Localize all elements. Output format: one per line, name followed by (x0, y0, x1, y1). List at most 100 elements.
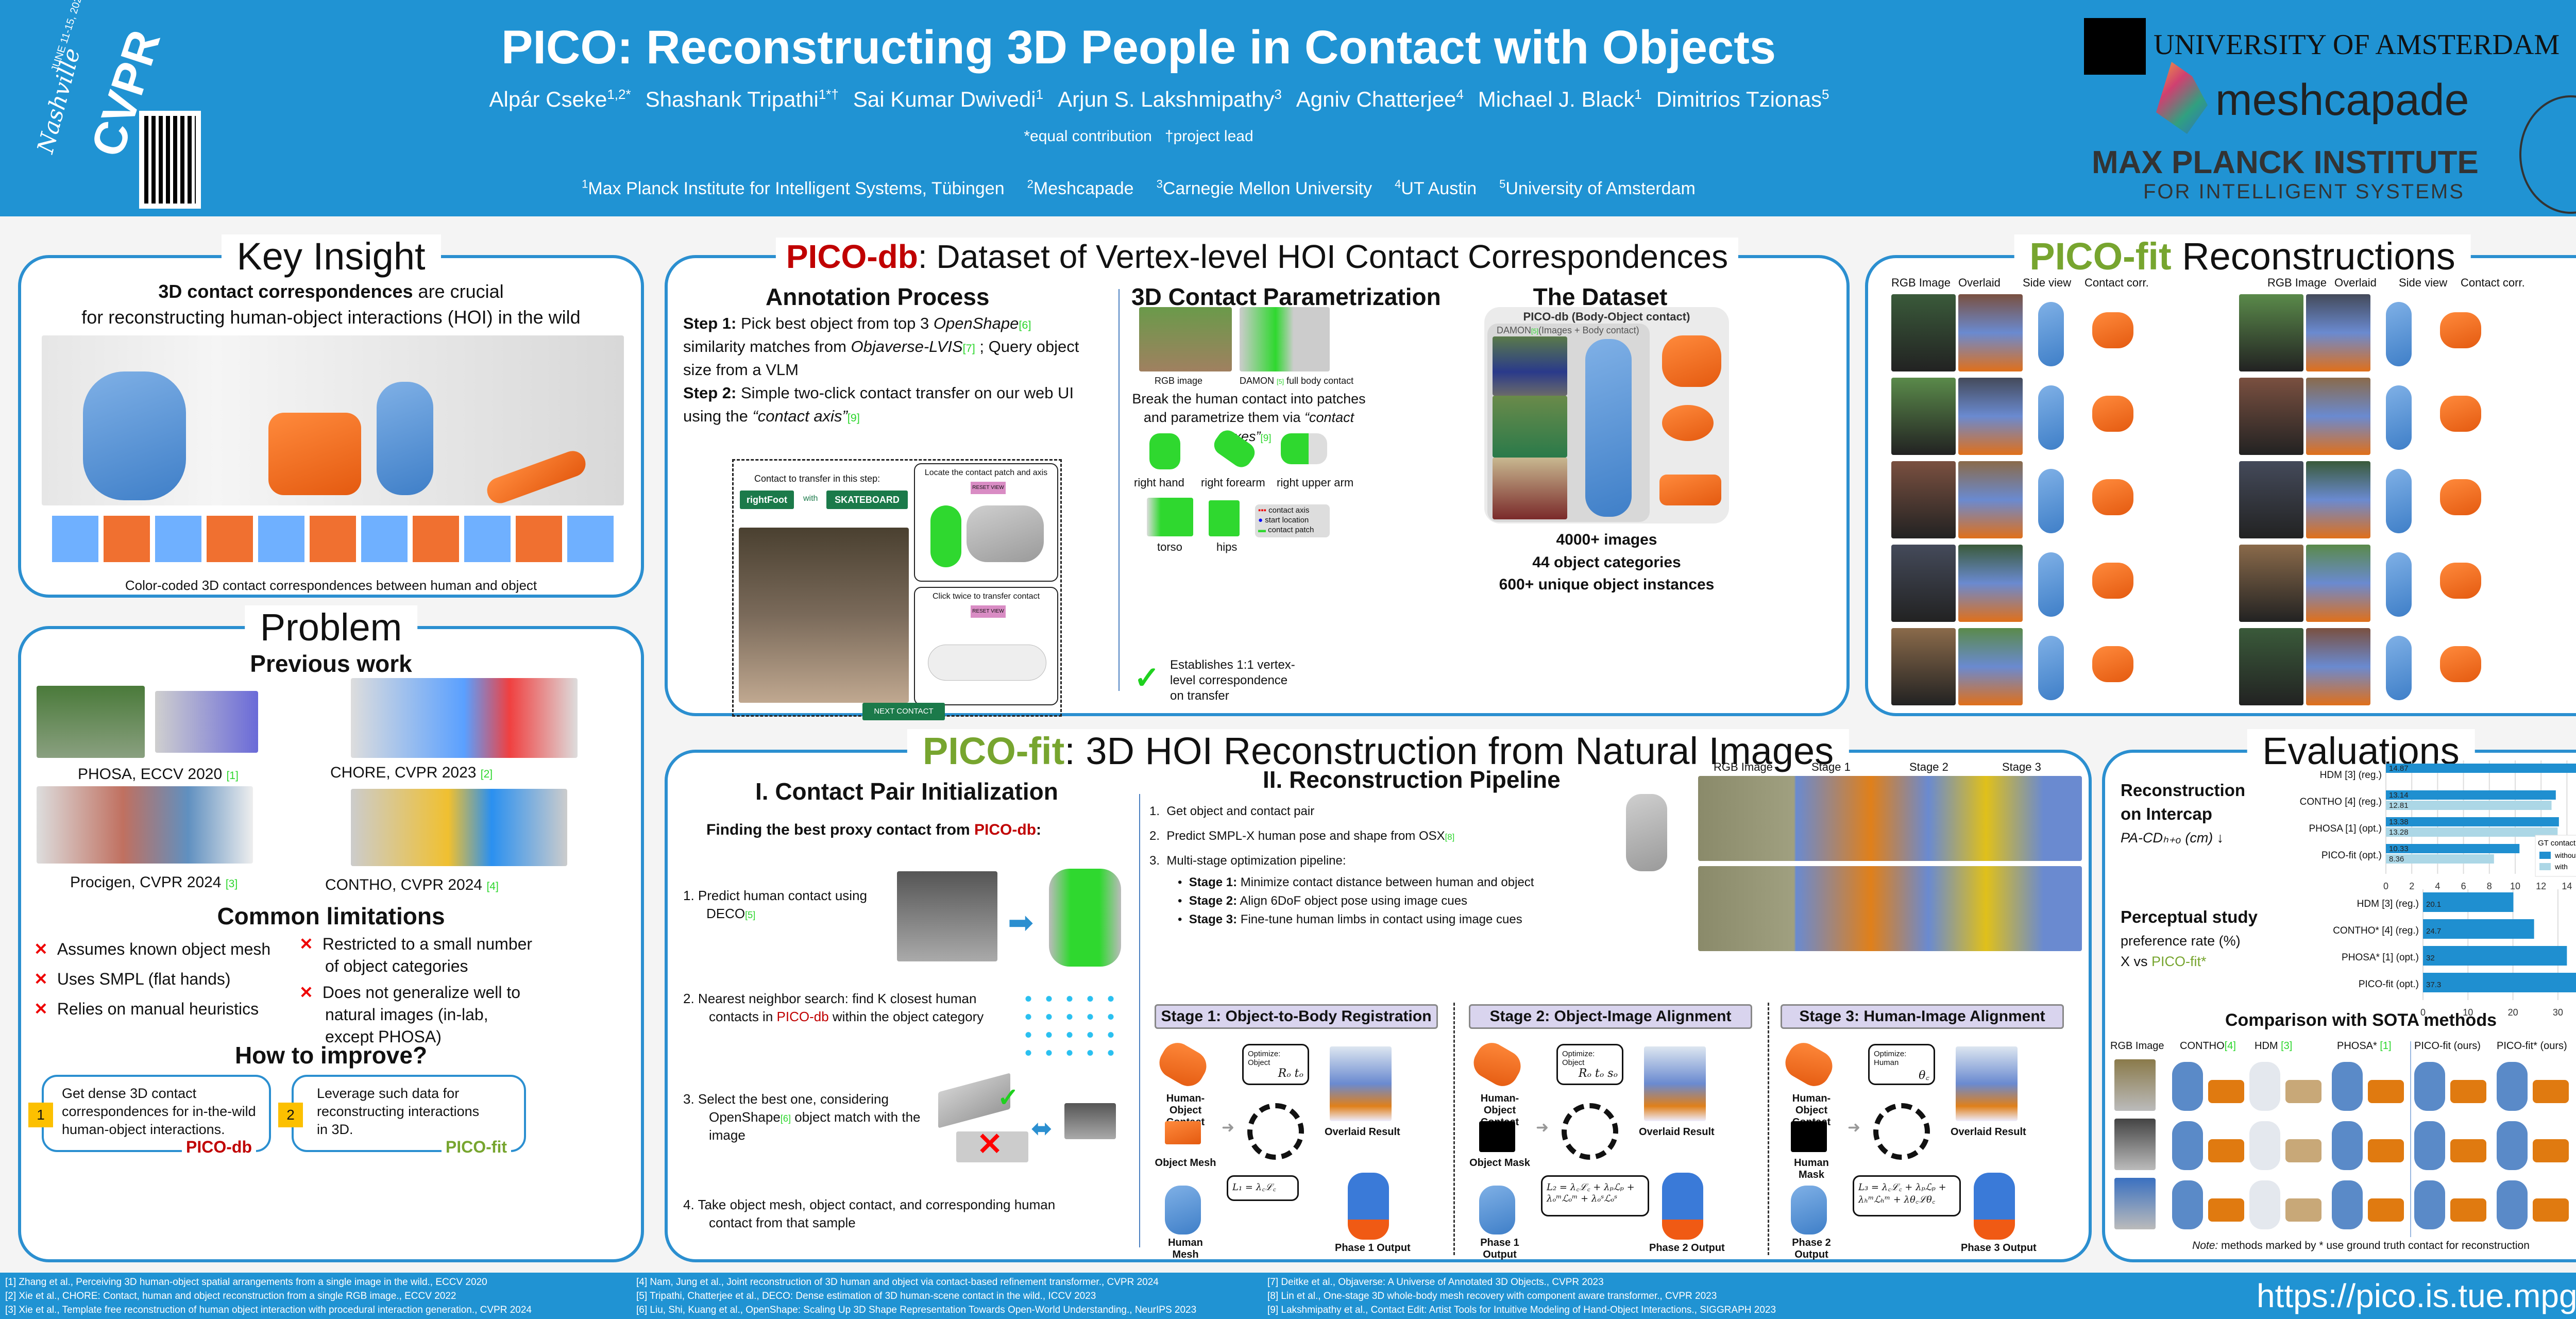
author-affiliation-sup: 1*† (818, 87, 839, 102)
loss-equation: L₂ = λ꜀ℒ꜀ + λₚℒₚ + λₒᵐℒₒᵐ + λₒˢℒₒˢ (1541, 1175, 1649, 1216)
title-rest: : 3D HOI Reconstruction from Natural Ima… (1064, 730, 1834, 772)
body-part-button[interactable]: rightFoot (740, 491, 794, 509)
limitation-text: Uses SMPL (flat hands) (57, 970, 231, 988)
category-label: HDM [3] (reg.) (2320, 770, 2382, 781)
side-view-render (2386, 552, 2412, 617)
double-arrow-icon: ⬌ (1031, 1114, 1053, 1143)
input-label: Object Mask (1469, 1157, 1530, 1169)
part-label: torso (1157, 540, 1182, 553)
transfer-contact-view[interactable]: Click twice to transfer contact RESET VI… (914, 587, 1058, 705)
caption-text: CONTHO, CVPR 2024 (325, 876, 483, 893)
side-view-render (2038, 385, 2064, 450)
reference-item: [8] Lin et al., One-stage 3D whole-body … (1267, 1291, 1717, 1301)
arrow-right-icon: ➜ (1222, 1119, 1235, 1136)
affiliation: 3Carnegie Mellon University (1157, 178, 1372, 199)
rgb-photo (2239, 545, 2303, 622)
previous-work-heading: Previous work (250, 650, 412, 677)
ref-link: [1] (226, 770, 239, 782)
project-url[interactable]: https://pico.is.tue.mpg.de (2257, 1277, 2576, 1314)
bar-with (2386, 801, 2552, 810)
bicycle-human-render (83, 371, 186, 500)
contact-corr-render (2092, 563, 2133, 599)
sofa-object-render (1659, 475, 1721, 505)
limitation-item: ✕Relies on manual heuristics (34, 998, 281, 1020)
legend-label: without (2554, 851, 2576, 859)
x-tick-label: 6 (2461, 881, 2466, 891)
stage-column-header: Stage 2 (1909, 760, 1948, 773)
contribution-notes: *equal contribution †project lead (1024, 128, 1253, 145)
previous-work-caption-phosa: PHOSA, ECCV 2020 [1] (78, 766, 239, 783)
author-affiliation-sup: 1,2* (607, 87, 631, 102)
click-twice-label: Click twice to transfer contact (932, 592, 1040, 601)
author-name: Alpár Cseke (489, 87, 607, 111)
bullet-label: Stage 1: (1189, 875, 1238, 889)
reset-view-button[interactable]: RESET VIEW (971, 482, 1006, 494)
stage-photo-strip (1698, 776, 2082, 861)
hips-patch (1209, 500, 1240, 536)
percep-x: X vs PICO-fit* (2121, 954, 2207, 970)
category-label: PHOSA* [1] (opt.) (2342, 952, 2419, 963)
reset-view-button[interactable]: RESET VIEW (971, 605, 1006, 618)
author: Michael J. Black1 (1478, 87, 1642, 111)
step-text: Get object and contact pair (1166, 804, 1315, 818)
sota-note: Note: methods marked by * use ground tru… (2105, 1240, 2576, 1252)
part-label: right hand (1134, 476, 1184, 489)
affiliation: 5University of Amsterdam (1499, 178, 1696, 199)
mpi-subtitle: FOR INTELLIGENT SYSTEMS (2143, 180, 2465, 203)
step1-text: similarity matches from (683, 337, 851, 356)
key-insight-title: Key Insight (221, 234, 441, 278)
step-text: Nearest neighbor search: find K closest … (698, 991, 977, 1025)
ref-link: [4] (2224, 1040, 2236, 1052)
author: Arjun S. Lakshmipathy3 (1058, 87, 1282, 111)
deco-contact-body-render (1049, 869, 1121, 967)
pico-db-title: PICO-db: Dataset of Vertex-level HOI Con… (775, 238, 1739, 276)
method-name: PICO-fit* (ours) (2497, 1040, 2567, 1052)
title-accent: PICO-db (786, 238, 918, 275)
pico-db-term: PICO-db (776, 1009, 829, 1025)
locate-patch-view[interactable]: Locate the contact patch and axis RESET … (914, 463, 1058, 582)
phosa-render (155, 691, 258, 753)
title-accent: PICO-fit (922, 730, 1065, 772)
procigen-diagram (37, 786, 253, 864)
stage-column-header: Stage 3 (2002, 760, 2041, 773)
contact-patch-icon: ▬ (1258, 526, 1268, 534)
bar-preference (2423, 892, 2514, 912)
step-text: object match with the image (709, 1109, 921, 1143)
contact-corr-render (2440, 646, 2481, 682)
affiliation-name: University of Amsterdam (1505, 179, 1696, 199)
contact-corr-render (2440, 479, 2481, 515)
stage-photo-strip (1698, 866, 2082, 951)
overlaid-photo (2306, 545, 2370, 622)
affiliation: 2Meshcapade (1027, 178, 1134, 198)
stage-column-header: Stage 1 (1811, 760, 1851, 773)
step-number-badge: 1 (28, 1103, 53, 1127)
sota-object-render (2285, 1139, 2321, 1162)
side-view-render (2386, 636, 2412, 700)
author: Agniv Chatterjee4 (1296, 87, 1464, 111)
object-button[interactable]: SKATEBOARD (826, 491, 908, 509)
bullet-text: Minimize contact distance between human … (1237, 875, 1534, 889)
overlaid-photo (2306, 378, 2370, 455)
stage-column-header: RGB Image (1714, 760, 1773, 773)
pico-fit-pipeline-title: PICO-fit: 3D HOI Reconstruction from Nat… (907, 729, 1850, 773)
author-name: Sai Kumar Dwivedi (853, 87, 1036, 111)
meshcapade-logo: meshcapade (2156, 62, 2517, 134)
sofa-photo (1493, 458, 1567, 519)
optimization-gear-icon (1247, 1103, 1304, 1160)
dataset-box: PICO-db (Body-Object contact) DAMON[5](I… (1484, 307, 1729, 523)
limitation-item: ✕Does not generalize well to natural ima… (299, 982, 536, 1049)
affiliation-name: Carnegie Mellon University (1162, 179, 1372, 199)
bar-value-label: 13.14 (2389, 791, 2409, 800)
uva-crest-icon (2084, 18, 2146, 75)
phase-output-render (1662, 1173, 1703, 1240)
qr-code[interactable] (139, 111, 201, 209)
text: Break the human contact into patches and… (1132, 391, 1366, 426)
mpi-wordmark: MAX PLANCK INSTITUTE (2092, 145, 2479, 180)
next-contact-button[interactable]: NEXT CONTACT (862, 703, 945, 720)
sota-column-header: HDM [3] (2255, 1040, 2292, 1052)
caption-text: full body contact (1284, 376, 1354, 386)
sota-method-render (2172, 1121, 2203, 1170)
bar-without (2386, 790, 2556, 800)
locate-label: Locate the contact patch and axis (924, 468, 1048, 477)
poster-title: PICO: Reconstructing 3D People in Contac… (501, 21, 1776, 74)
